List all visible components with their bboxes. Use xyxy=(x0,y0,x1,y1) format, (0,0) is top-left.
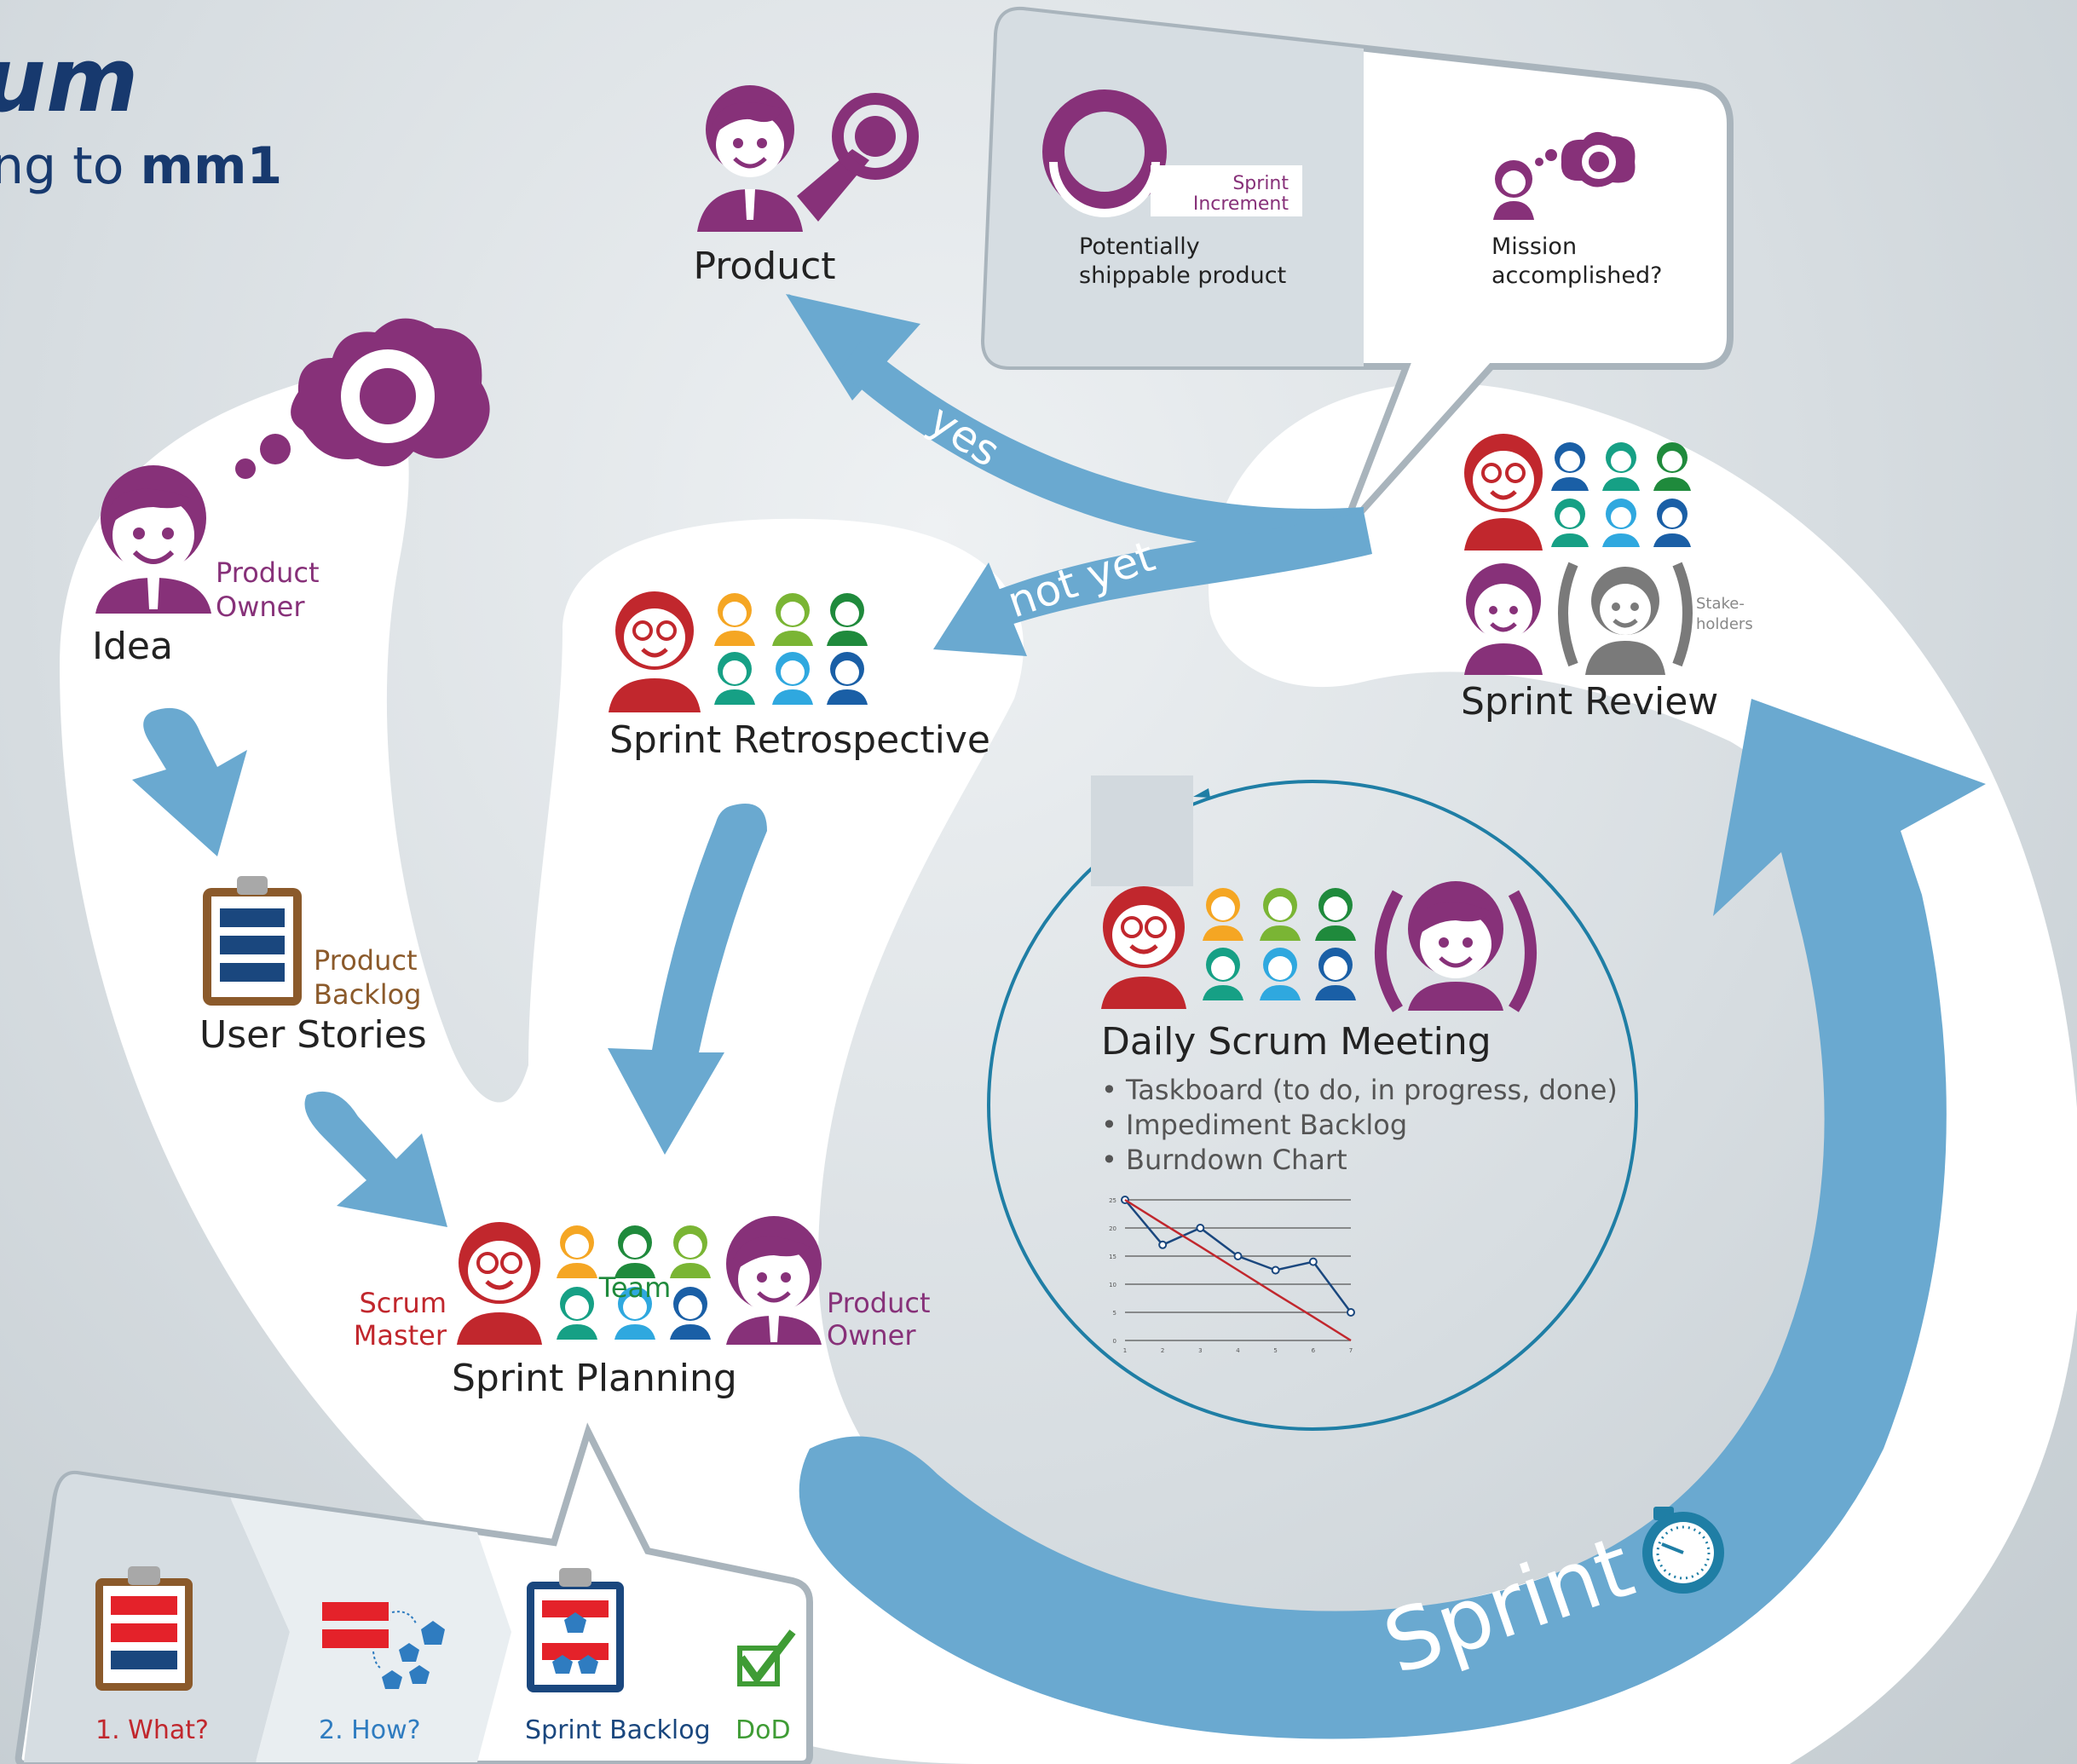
page-title-fragment: um xyxy=(0,28,138,132)
how-breakdown-icon xyxy=(322,1602,445,1689)
stakeholders-label-line2: holders xyxy=(1696,615,1753,633)
not-yet-arrow xyxy=(980,511,1372,631)
process-road xyxy=(60,366,2077,1764)
daily-scrum-cycle-ring xyxy=(987,780,1638,1431)
retrospective-title: Sprint Retrospective xyxy=(609,718,990,762)
idea-product-owner-icon xyxy=(95,465,211,614)
product-target-icon xyxy=(832,93,919,180)
burndown-point xyxy=(1347,1308,1355,1317)
burndown-x-tick: 5 xyxy=(1273,1347,1277,1354)
sprint-increment-icon xyxy=(1042,89,1167,214)
burndown-point xyxy=(1308,1257,1318,1266)
stories-note-line1: Product xyxy=(314,944,418,977)
stories-note-line2: Backlog xyxy=(314,978,421,1011)
what-clipboard-icon xyxy=(95,1566,193,1691)
burndown-x-tick: 2 xyxy=(1161,1347,1164,1354)
burndown-point xyxy=(1271,1265,1280,1275)
daily-scrum-bullet-1: • Taskboard (to do, in progress, done) xyxy=(1101,1074,1618,1106)
daily-scrum-bullet-2: • Impediment Backlog xyxy=(1101,1109,1407,1141)
ring-gap xyxy=(1091,775,1193,886)
burndown-y-tick: 20 xyxy=(1109,1225,1116,1232)
page-subtitle: ng to mm1 xyxy=(0,136,282,196)
burndown-y-tick: 15 xyxy=(1109,1254,1116,1260)
shippable-label-line2: shippable product xyxy=(1079,262,1286,289)
burndown-x-tick: 6 xyxy=(1312,1347,1316,1354)
not-yet-arrow-head xyxy=(933,562,1027,656)
product-target-core xyxy=(855,116,896,157)
planning-team-label: Team xyxy=(598,1271,672,1304)
burndown-chart: 0 5 10 15 20 25 1 2 3 4 5 6 7 xyxy=(1109,1196,1355,1354)
planning-speech-bubble: 1. What? 2. How? Sprint Backlog DoD xyxy=(14,1422,813,1764)
bubble-arrow-icon xyxy=(1364,119,1449,240)
user-stories-title: User Stories xyxy=(199,1013,427,1057)
daily-scrum-bullet-3: • Burndown Chart xyxy=(1101,1144,1347,1176)
idea-to-stories-arrow xyxy=(132,707,247,856)
burndown-ideal-line xyxy=(1124,1198,1352,1342)
burndown-y-tick: 5 xyxy=(1113,1310,1116,1317)
ring-arrowhead-icon xyxy=(1193,788,1210,798)
idea-thought-cloud-icon xyxy=(235,318,490,479)
daily-product-owner-icon xyxy=(1375,881,1537,1012)
planning-scrum-master-line1: Scrum xyxy=(359,1287,447,1319)
idea-role-line1: Product xyxy=(216,556,320,589)
review-speech-bubble: Sprint Increment Potentially shippable p… xyxy=(980,6,1734,535)
burndown-x-tick: 1 xyxy=(1123,1347,1127,1354)
mission-label-line2: accomplished? xyxy=(1491,262,1662,289)
stakeholders-label-line1: Stake- xyxy=(1696,595,1745,613)
planning-team-icon xyxy=(557,1225,711,1340)
product-backlog-clipboard-icon xyxy=(203,876,302,1006)
planning-product-owner-icon xyxy=(726,1216,822,1345)
retro-to-planning-arrow xyxy=(608,804,767,1155)
planning-scrum-master-line2: Master xyxy=(354,1319,447,1352)
planning-scrum-master-icon xyxy=(457,1222,542,1345)
idea-role-line2: Owner xyxy=(216,591,305,623)
planning-owner-line2: Owner xyxy=(827,1319,916,1352)
shippable-label-line1: Potentially xyxy=(1079,233,1200,260)
burndown-y-tick: 0 xyxy=(1113,1338,1116,1345)
sprint-backlog-clipboard-icon xyxy=(527,1568,624,1692)
sprint-cycle-arrow xyxy=(799,699,1986,1739)
mission-person-icon xyxy=(1493,131,1636,220)
dod-label: DoD xyxy=(736,1715,791,1745)
burndown-y-tick: 25 xyxy=(1109,1197,1116,1204)
daily-scrum-title: Daily Scrum Meeting xyxy=(1101,1020,1491,1064)
burndown-x-tick: 3 xyxy=(1198,1347,1202,1354)
idea-title: Idea xyxy=(92,625,173,668)
daily-team-icon xyxy=(1203,888,1356,1000)
stories-to-planning-arrow xyxy=(304,1091,447,1227)
sprint-backlog-label: Sprint Backlog xyxy=(525,1715,711,1745)
product-title: Product xyxy=(693,245,835,288)
yes-arrow-head xyxy=(786,294,920,401)
burndown-point xyxy=(1233,1252,1243,1260)
retro-team-icon xyxy=(714,593,868,705)
burndown-y-tick: 10 xyxy=(1109,1282,1116,1288)
increment-label-line1: Sprint xyxy=(1232,173,1289,194)
stakeholder-icon xyxy=(1558,562,1693,675)
sprint-planning-title: Sprint Planning xyxy=(452,1357,737,1400)
step-what-label: 1. What? xyxy=(95,1715,209,1745)
daily-scrum-master-icon xyxy=(1101,886,1186,1009)
burndown-x-tick: 4 xyxy=(1236,1347,1240,1354)
increment-label-line2: Increment xyxy=(1193,193,1289,215)
stopwatch-icon xyxy=(1642,1507,1724,1594)
step-how-label: 2. How? xyxy=(319,1715,421,1745)
subtitle-prefix: ng to xyxy=(0,136,141,196)
mission-label-line1: Mission xyxy=(1491,233,1577,260)
dod-checkbox-icon xyxy=(737,1629,796,1686)
sprint-review-title: Sprint Review xyxy=(1461,680,1718,723)
retro-scrum-master-icon xyxy=(609,591,701,712)
burndown-point xyxy=(1158,1240,1168,1249)
review-product-owner-icon xyxy=(1464,563,1543,675)
burndown-point xyxy=(1196,1224,1205,1232)
review-team-icon xyxy=(1551,442,1691,547)
planning-owner-line1: Product xyxy=(827,1287,931,1319)
subtitle-brand: mm1 xyxy=(141,136,283,196)
review-scrum-master-icon xyxy=(1464,434,1543,551)
not-yet-label: not yet xyxy=(1001,532,1161,628)
burndown-x-tick: 7 xyxy=(1349,1347,1353,1354)
